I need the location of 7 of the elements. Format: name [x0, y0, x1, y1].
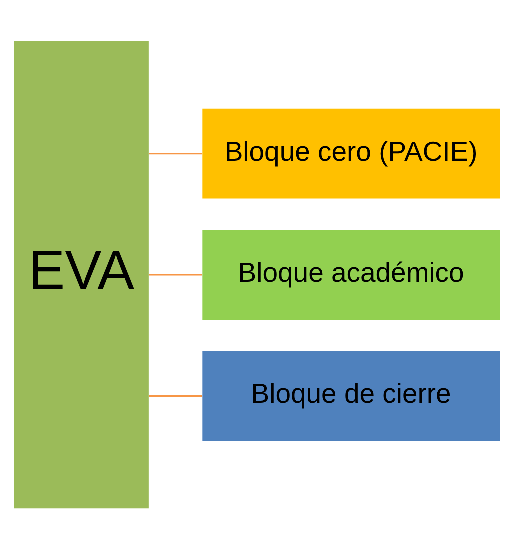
node-box: Bloque académico	[202, 230, 500, 320]
node-box: EVA	[14, 40, 148, 508]
connector	[148, 394, 202, 396]
connector	[148, 274, 202, 276]
node-box: Bloque de cierre	[202, 350, 500, 441]
node-box: Bloque cero (PACIE)	[202, 108, 500, 198]
connector	[148, 152, 202, 154]
